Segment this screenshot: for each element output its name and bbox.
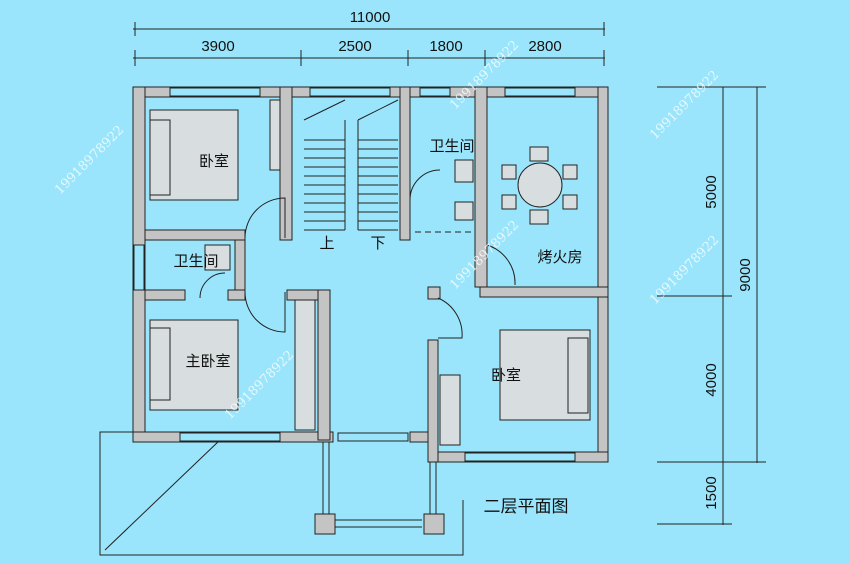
room-label-bedroom-nw: 卧室 [199, 152, 229, 170]
dim-total-width: 11000 [350, 9, 391, 26]
dim-seg-1: 3900 [201, 38, 234, 55]
watermark: 19918978922 [647, 68, 722, 143]
walls [132, 86, 609, 463]
stair-tread [357, 99, 399, 121]
dim-9000: 9000 [737, 258, 754, 291]
room-label-fire-room: 烤火房 [537, 248, 582, 266]
stairs-up-label: 上 [319, 234, 334, 252]
dim-1500: 1500 [703, 476, 720, 509]
dim-seg-4: 2800 [528, 38, 561, 55]
dim-4000: 4000 [703, 363, 720, 396]
wardrobe [269, 99, 281, 171]
room-label-bathroom-n: 卫生间 [429, 137, 474, 155]
dim-seg-2: 2500 [338, 38, 371, 55]
watermark: 19918978922 [647, 233, 722, 308]
sink [454, 201, 474, 221]
watermark: 19918978922 [52, 123, 127, 198]
room-label-bathroom-w: 卫生间 [173, 252, 218, 270]
staircase [303, 99, 399, 231]
dining-table [501, 146, 578, 225]
bed-se [499, 329, 591, 421]
plan-title: 二层平面图 [484, 497, 569, 517]
room-label-master-bedroom: 主卧室 [185, 352, 230, 370]
wardrobe [439, 374, 461, 446]
column [314, 513, 336, 535]
top-dimensions: 11000 3900 2500 1800 2800 [133, 9, 605, 66]
balcony [99, 431, 464, 556]
toilet [204, 244, 231, 271]
column [423, 513, 445, 535]
wardrobe [294, 299, 316, 431]
bed-nw [149, 109, 239, 201]
stairs-down-label: 下 [370, 234, 385, 252]
stair-tread [303, 99, 346, 121]
dim-seg-3: 1800 [429, 38, 462, 55]
right-dimensions: 5000 4000 1500 9000 [657, 86, 766, 525]
dim-5000: 5000 [703, 175, 720, 208]
bed-master [149, 319, 239, 411]
doors [199, 169, 516, 339]
toilet [454, 159, 474, 183]
room-label-bedroom-se: 卧室 [491, 366, 521, 384]
